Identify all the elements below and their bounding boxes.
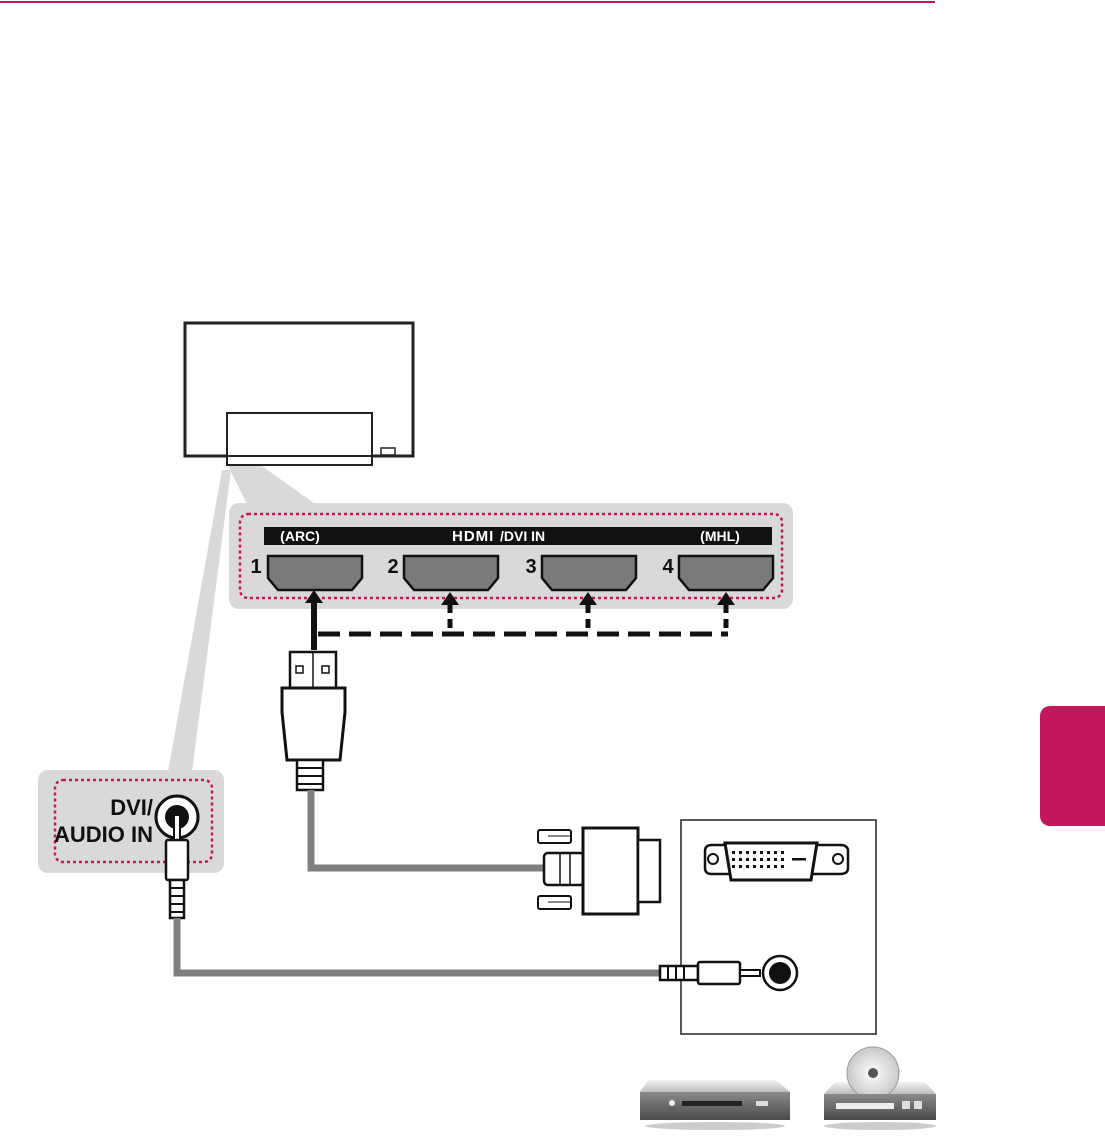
- audio-out-port-icon: [763, 956, 797, 990]
- port-number: 1: [250, 556, 261, 578]
- source-device-back-panel: [681, 820, 876, 1034]
- header-dvi-in-label: /DVI IN: [500, 528, 545, 544]
- audio-in-panel: DVI/ AUDIO IN: [38, 770, 224, 873]
- hdmi-plug-icon: [282, 652, 345, 790]
- tv-monitor-icon: [185, 323, 413, 465]
- hdmi-dvi-cable: [311, 790, 548, 868]
- port-number: 3: [525, 556, 536, 578]
- audio-panel-label-line2: AUDIO IN: [54, 822, 153, 847]
- dvd-player-icon: [640, 1080, 790, 1130]
- port-number: 4: [662, 556, 674, 578]
- dvi-port-icon: [705, 843, 848, 880]
- header-arc-label: (ARC): [280, 528, 320, 544]
- header-mhl-label: (MHL): [700, 528, 740, 544]
- audio-panel-label-line1: DVI/: [110, 795, 153, 820]
- port-number: 2: [387, 556, 398, 578]
- dvi-plug-icon: [538, 828, 660, 914]
- hdmi-logo: HDMI: [452, 528, 494, 545]
- audio-cable: [177, 918, 662, 973]
- audio-callout-wedge: [168, 470, 231, 772]
- hdmi-callout-wedge: [228, 466, 318, 506]
- disc-player-icon: [824, 1047, 936, 1130]
